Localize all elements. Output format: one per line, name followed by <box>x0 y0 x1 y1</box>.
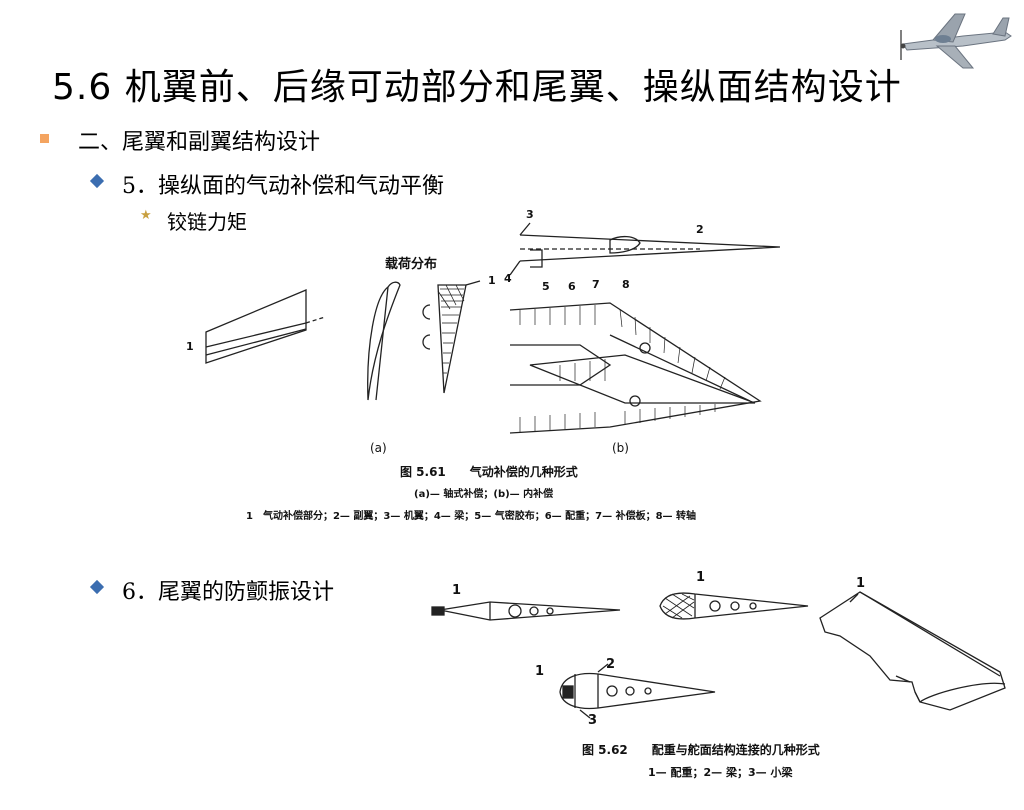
bullet-level1-text: 二、尾翼和副翼结构设计 <box>78 130 321 155</box>
bullet-item6-text: 6．尾翼的防颤振设计 <box>122 580 334 605</box>
slide-title: 5.6 机翼前、后缘可动部分和尾翼、操纵面结构设计 <box>52 67 902 108</box>
figure-5-61-drawing <box>205 222 780 434</box>
fig61-number: 8 <box>622 278 630 291</box>
fig61-number: 5 <box>542 280 550 293</box>
diamond-bullet-icon <box>89 173 105 189</box>
square-bullet-icon <box>40 134 49 143</box>
figure-5-62-drawing <box>431 591 1006 719</box>
fig61-label-b: (b) <box>612 441 629 455</box>
fig61-caption-title: 图 5.61 气动补偿的几种形式 <box>400 465 578 479</box>
fig62-number: 3 <box>588 713 598 728</box>
fig61-number: 2 <box>696 223 704 236</box>
fig61-number: 7 <box>592 278 600 291</box>
fig62-number: 1 <box>696 570 706 585</box>
fig62-caption-title: 图 5.62 配重与舵面结构连接的几种形式 <box>582 743 820 757</box>
star-bullet-icon: ★ <box>140 208 152 223</box>
fig61-label-a: (a) <box>370 441 387 455</box>
fig61-number: 6 <box>568 280 576 293</box>
plane-icon <box>900 13 1012 69</box>
fig62-number: 1 <box>856 576 866 591</box>
bullet-item5-text: 5．操纵面的气动补偿和气动平衡 <box>122 174 444 199</box>
fig61-number: 4 <box>504 272 512 285</box>
fig61-caption-sub: (a)— 轴式补偿；(b)— 内补偿 <box>414 489 554 500</box>
fig61-load-label: 载荷分布 <box>385 257 438 272</box>
fig62-number: 2 <box>606 657 616 672</box>
fig61-number: 3 <box>526 208 534 221</box>
fig62-caption-legend: 1— 配重；2— 梁；3— 小梁 <box>648 766 793 779</box>
fig61-number: 1 <box>488 274 496 287</box>
diamond-bullet-icon <box>89 579 105 595</box>
fig61-caption-legend: 1 气动补偿部分；2— 副翼；3— 机翼；4— 梁；5— 气密胶布；6— 配重；… <box>246 511 697 522</box>
fig61-number: 1 <box>186 340 194 353</box>
fig62-number: 1 <box>452 583 462 598</box>
bullet-item5-sub-text: 铰链力矩 <box>167 210 247 234</box>
fig62-number: 1 <box>535 664 545 679</box>
